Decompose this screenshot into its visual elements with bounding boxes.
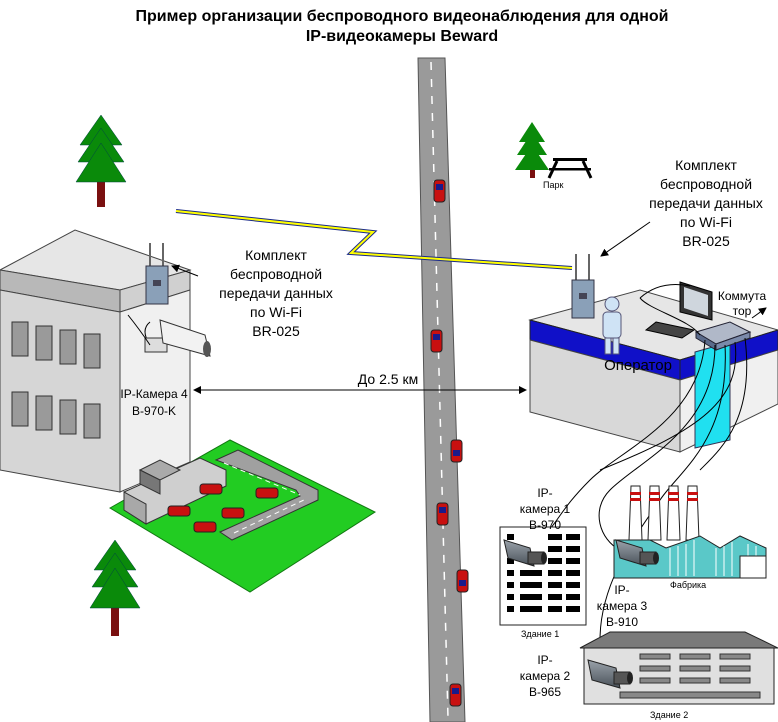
parking-lot: [109, 439, 377, 593]
computer-icon: [639, 281, 713, 339]
diagram-title-line1: Пример организации беспроводного видеона…: [136, 8, 669, 25]
camera-icon: [615, 539, 659, 567]
car-icon: [433, 179, 446, 203]
wifi-right-label-4: по Wi-Fi: [680, 214, 732, 230]
camera1-label-3: B-970: [529, 518, 561, 532]
distance-label: До 2.5 км: [358, 371, 418, 387]
camera4-label-1: IP-Камера 4: [120, 387, 188, 401]
park-icon: [515, 122, 593, 179]
camera4-label-2: B-970-K: [132, 404, 176, 418]
car-icon: [436, 502, 449, 526]
wireless-link-icon: [175, 209, 573, 270]
camera3-label-1: IP-: [614, 583, 629, 597]
park-label: Парк: [543, 180, 563, 190]
wifi-access-point-icon: [145, 243, 169, 305]
wifi-right-label-5: BR-025: [682, 233, 730, 249]
diagram-title-line2: IP-видеокамеры Beward: [306, 28, 498, 45]
camera1-label-1: IP-: [537, 486, 552, 500]
building2-label: Здание 2: [650, 710, 688, 720]
operator-label: Оператор: [604, 357, 672, 374]
car-icon: [449, 683, 462, 707]
camera-icon: [587, 659, 633, 689]
camera-icon: [503, 539, 547, 567]
switch-label-1: Коммута: [718, 289, 767, 303]
camera1-label-2: камера 1: [520, 502, 571, 516]
switch-label-2: тор: [733, 304, 752, 318]
wifi-left-label-4: по Wi-Fi: [250, 304, 302, 320]
car-icon: [450, 439, 463, 463]
wifi-left-label-1: Комплект: [245, 247, 307, 263]
camera2-label-1: IP-: [537, 653, 552, 667]
wifi-right-label-1: Комплект: [675, 157, 737, 173]
car-icon: [430, 329, 443, 353]
camera2-label-2: камера 2: [520, 669, 571, 683]
wifi-left-label-2: беспроводной: [230, 266, 322, 282]
wifi-left-label-3: передачи данных: [219, 285, 333, 301]
wifi-right-label-2: беспроводной: [660, 176, 752, 192]
camera-icon: [127, 314, 211, 357]
building-1: [499, 526, 587, 626]
switch-icon: [694, 321, 752, 351]
building1-label: Здание 1: [521, 629, 559, 639]
camera2-label-3: B-965: [529, 685, 561, 699]
tree-icon: [75, 114, 127, 207]
camera3-label-3: B-910: [606, 615, 638, 629]
wifi-access-point-icon: [571, 254, 595, 319]
wifi-right-label-3: передачи данных: [649, 195, 763, 211]
camera3-label-2: камера 3: [597, 599, 648, 613]
network-cables: [539, 297, 748, 641]
car-icon: [456, 569, 469, 593]
factory: [613, 485, 767, 579]
tree-icon: [89, 539, 141, 636]
wifi-left-label-5: BR-025: [252, 323, 300, 339]
operator-icon: [602, 296, 622, 355]
factory-label: Фабрика: [670, 580, 706, 590]
